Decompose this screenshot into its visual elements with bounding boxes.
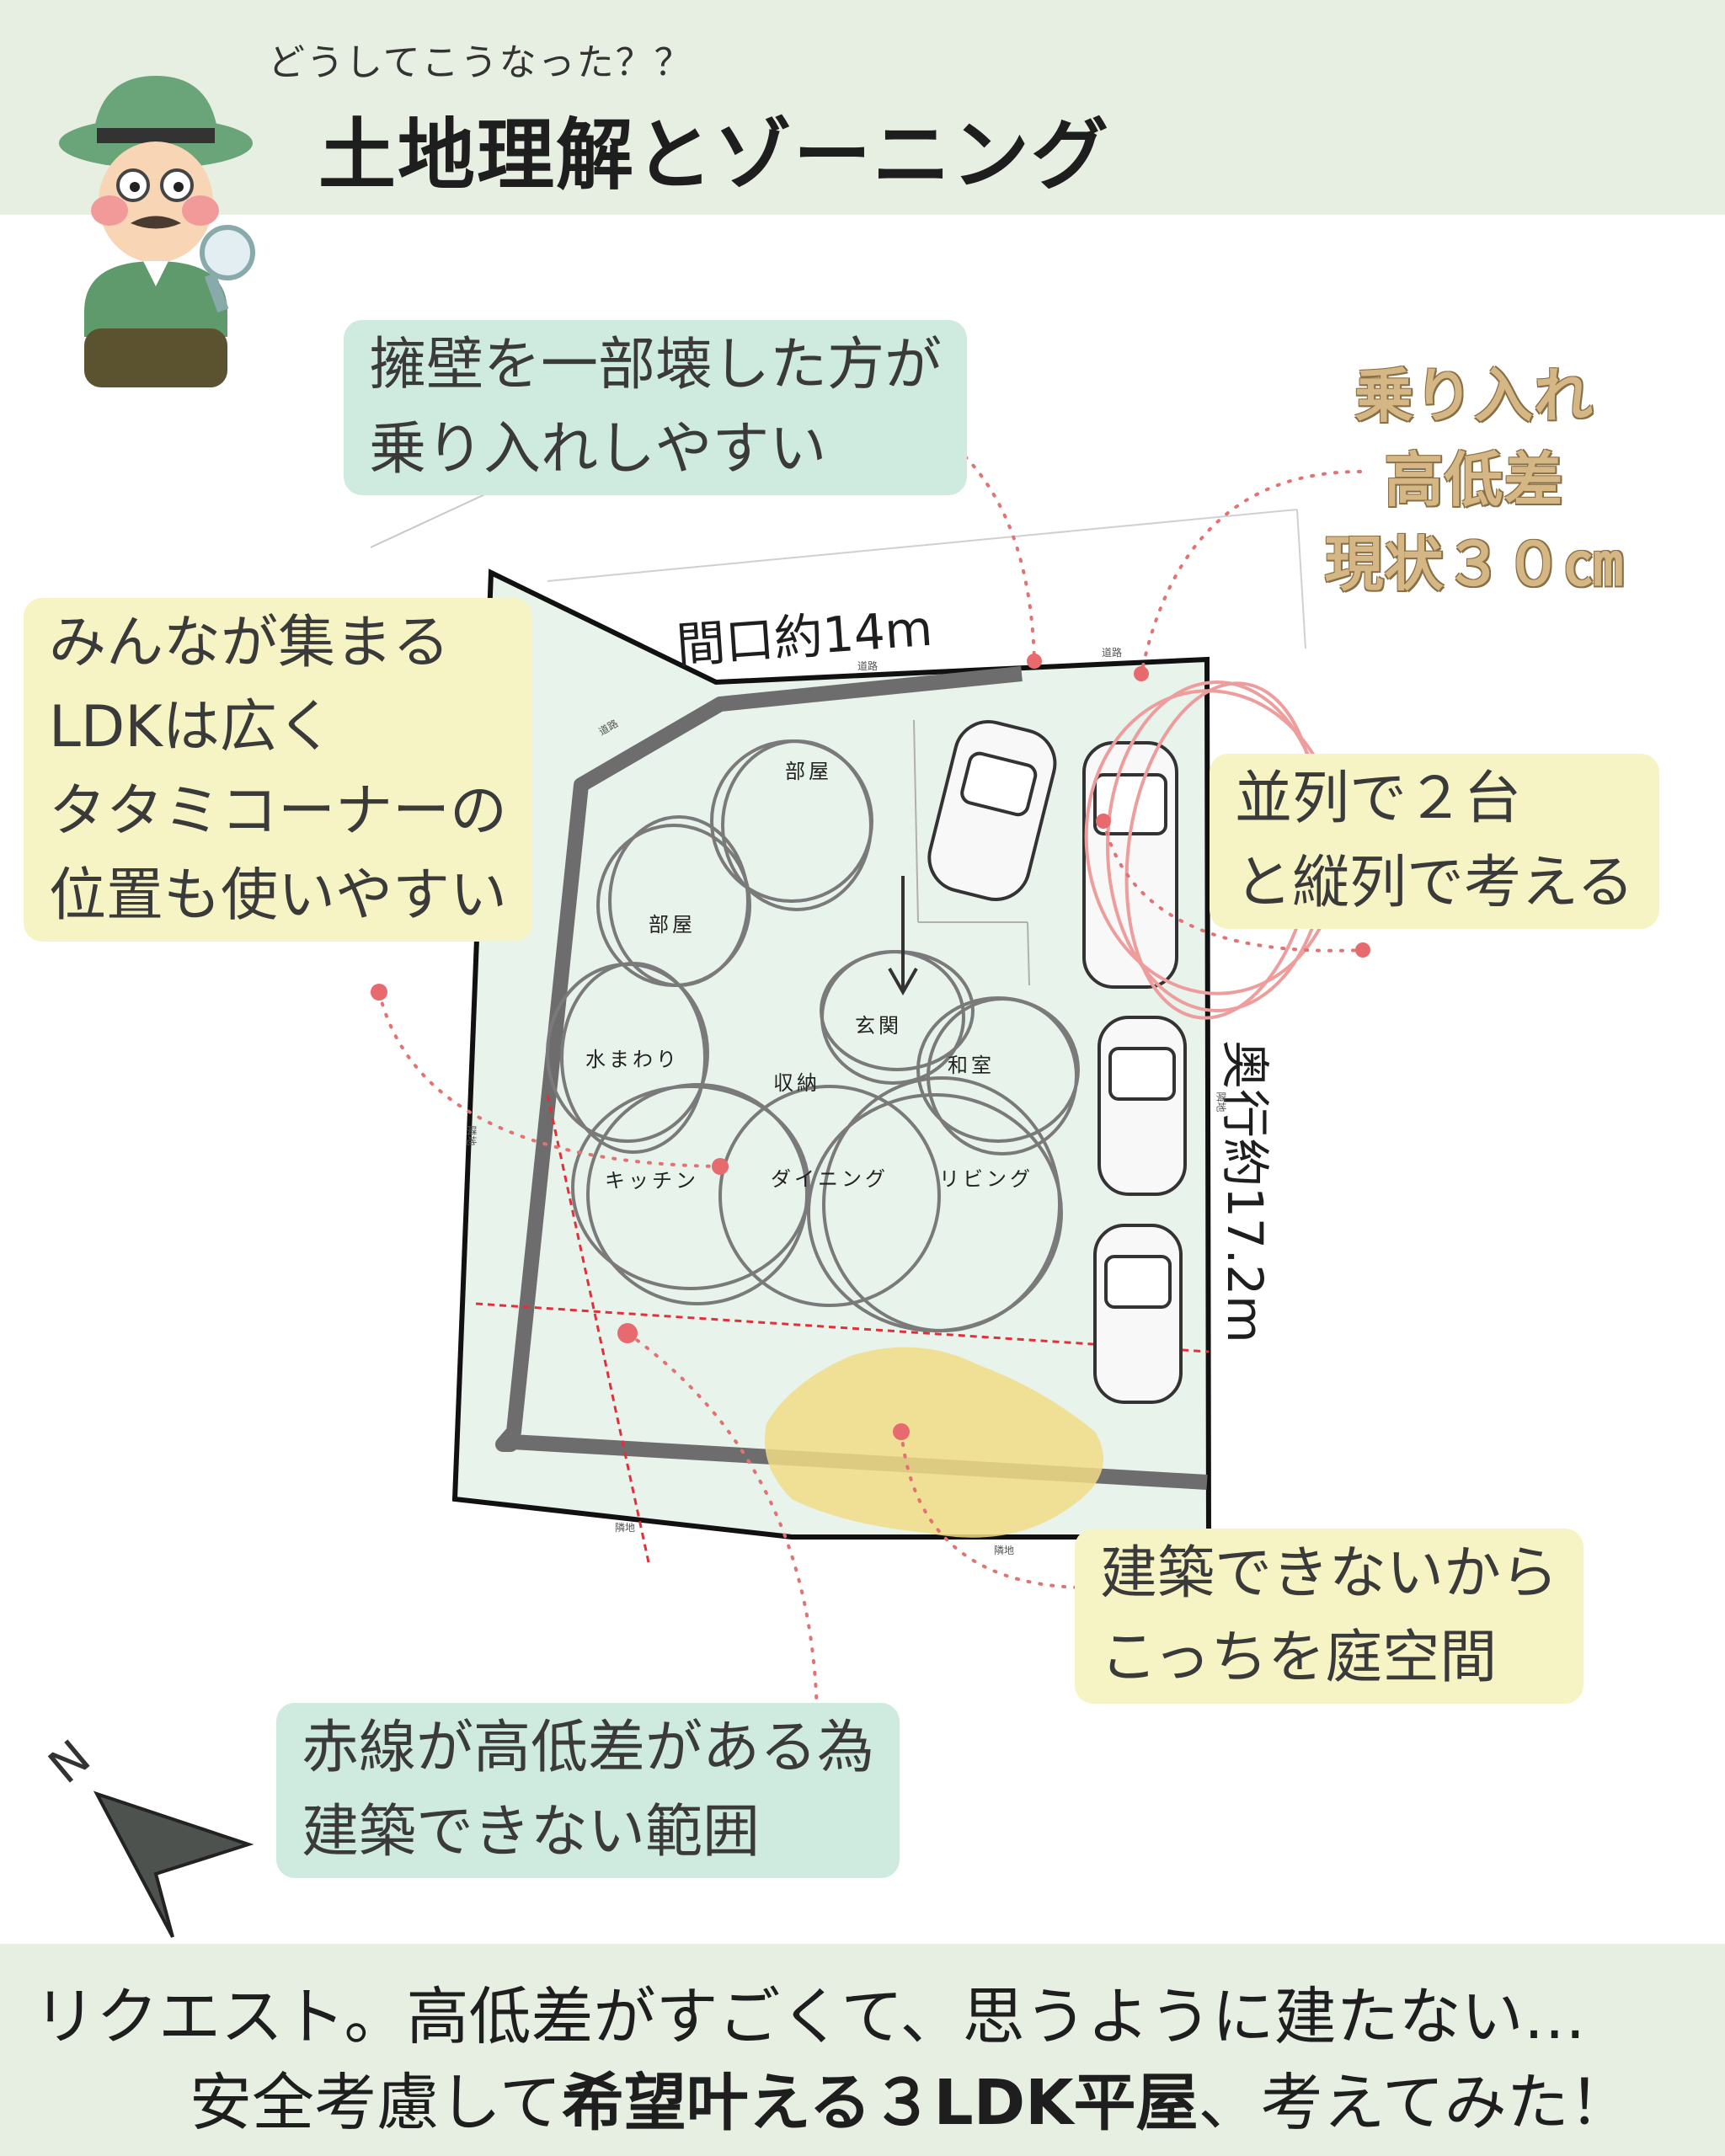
room-label-2: 部屋: [649, 913, 696, 937]
red-line-horizontal: [475, 1302, 1210, 1353]
room-label-1: 部屋: [785, 760, 832, 783]
dining-label: ダイニング: [771, 1167, 889, 1191]
page-title: 土地理解とゾーニング: [318, 110, 1111, 200]
neighbor-label-3: 隣地: [615, 1522, 636, 1534]
header-band: [0, 0, 1725, 215]
depth-label: 奥行約17.2m: [1216, 1040, 1274, 1343]
note-garden: 建築できないから こっちを庭空間: [1075, 1529, 1584, 1704]
note-retaining-wall: 擁壁を一部壊した方が 乗り入れしやすい: [344, 320, 968, 495]
washitsu-label: 和室: [948, 1054, 995, 1077]
neighbor-label-4: 隣地: [994, 1545, 1015, 1556]
road-label-3: 道路: [1102, 647, 1123, 659]
car-4: [1093, 1224, 1183, 1404]
neighbor-label-2: 隣地: [1215, 1091, 1227, 1113]
garden-area: [765, 1347, 1103, 1538]
note-ldk: みんなが集まる LDKは広く タタミコーナーの 位置も使いやすい: [24, 598, 533, 942]
storage-label: 収納: [773, 1071, 820, 1095]
detective-illustration: [59, 76, 255, 387]
note-red-line: 赤線が高低差がある為 建築できない範囲: [276, 1703, 900, 1878]
footer-line-2: 安全考慮して希望叶える３LDK平屋、考えてみた！: [190, 2067, 1632, 2139]
compass-arrow: [93, 1790, 254, 1938]
note-height-diff: 乗り入れ 高低差 現状３０㎝: [1324, 361, 1624, 599]
subtitle: どうしてこうなった？？: [268, 41, 693, 84]
car-1: [927, 720, 1057, 901]
entrance-label: 玄関: [855, 1014, 902, 1038]
water-label: 水まわり: [585, 1048, 680, 1071]
car-2: [1082, 741, 1178, 989]
living-label: リビング: [939, 1167, 1033, 1191]
neighbor-label-1: 隣地: [465, 1125, 478, 1146]
road-label-2: 道路: [857, 660, 879, 672]
footer-band: [0, 1944, 1725, 2156]
note-parking: 並列で２台 と縦列で考える: [1210, 754, 1659, 929]
footer-line-1: リクエスト。高低差がすごくて、思うように建たない…: [34, 1981, 1586, 2053]
car-3: [1097, 1016, 1187, 1196]
zone-dining: [718, 1085, 941, 1307]
retaining-wall: [495, 666, 1208, 1490]
kitchen-label: キッチン: [605, 1169, 699, 1193]
red-line-diagonal: [546, 1094, 650, 1563]
